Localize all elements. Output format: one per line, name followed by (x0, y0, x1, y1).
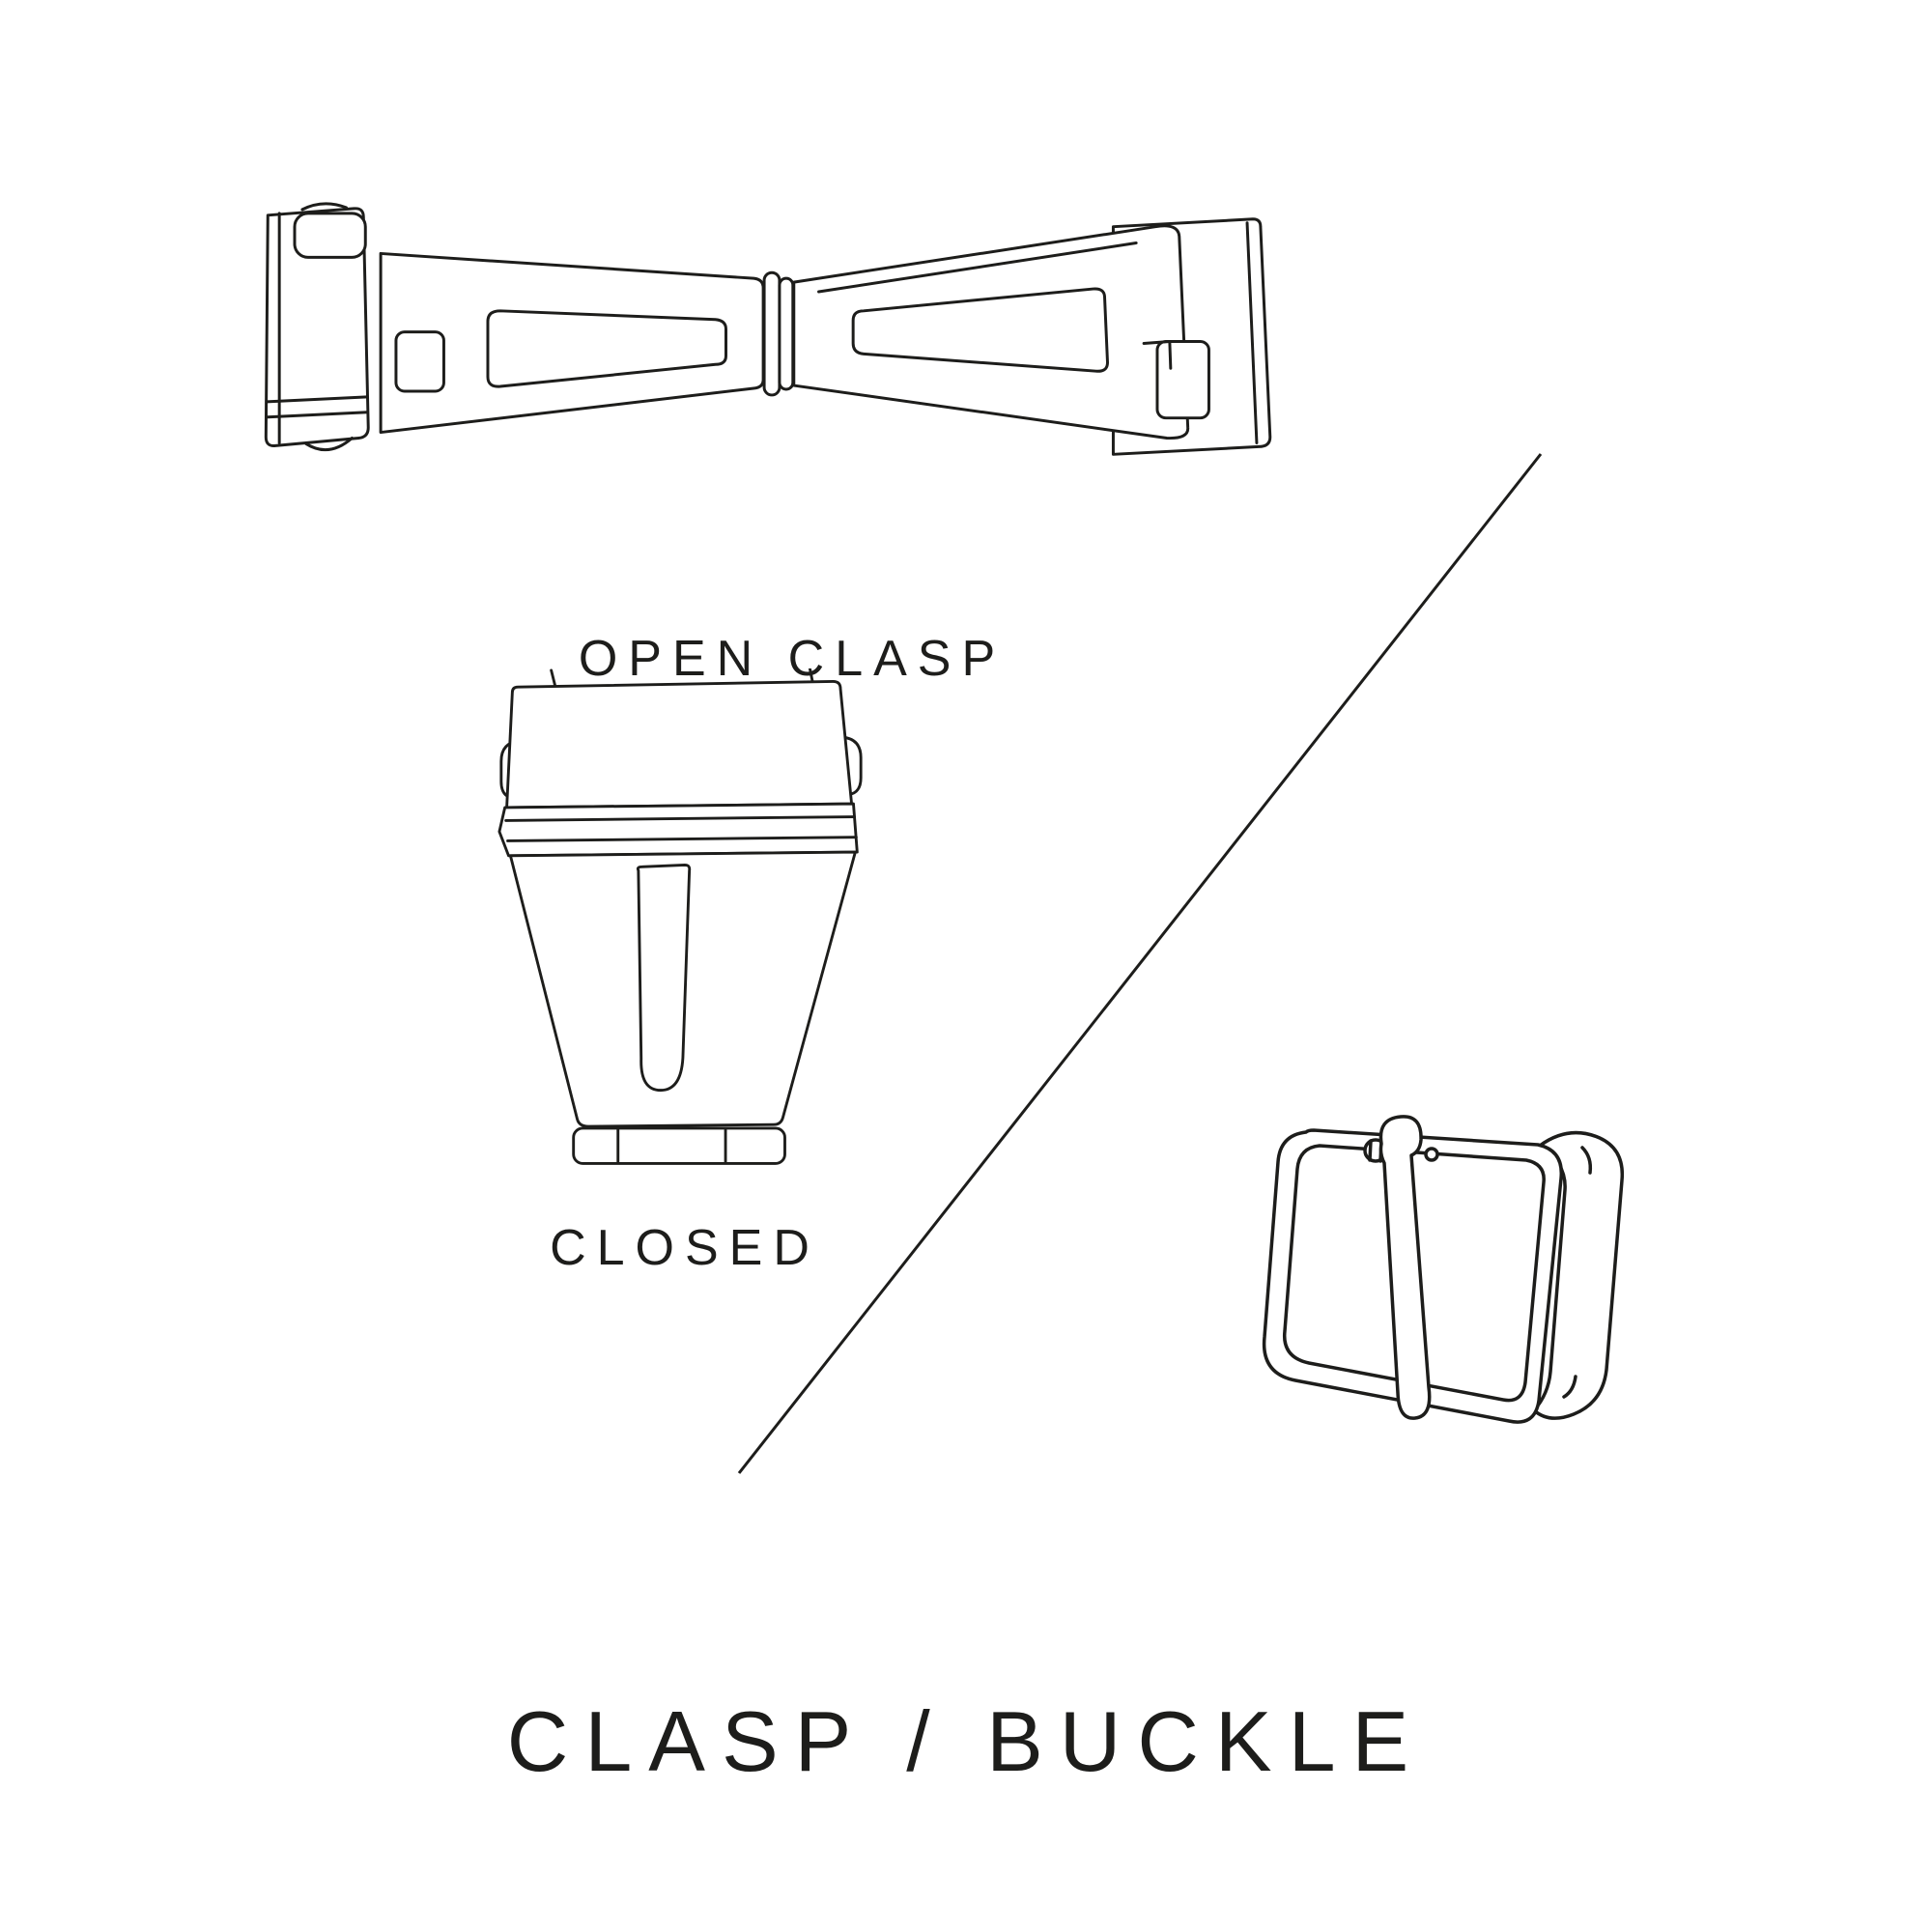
closed-clasp-label: CLOSED (550, 1220, 820, 1276)
pin-buckle-illustration (1262, 1115, 1625, 1424)
closed-clasp-illustration (497, 668, 863, 1165)
open-clasp-illustration (264, 202, 1272, 456)
open-clasp-label: OPEN CLASP (578, 631, 1007, 687)
page-title: CLASP / BUCKLE (506, 1693, 1426, 1789)
